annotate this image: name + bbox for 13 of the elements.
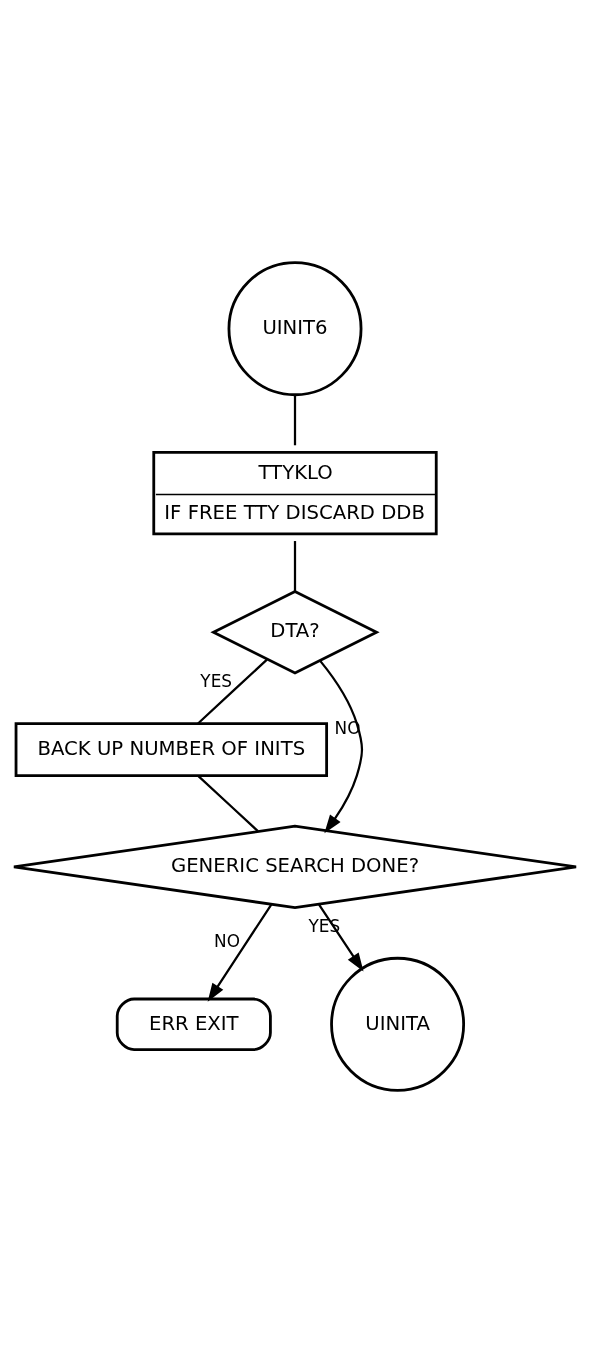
node-circle: UINIT6	[227, 261, 363, 397]
connector	[197, 658, 268, 725]
arrow	[207, 903, 273, 1002]
node-box: ERR EXIT	[115, 997, 272, 1052]
connector	[293, 541, 297, 592]
node-diamond: GENERIC SEARCH DONE?	[12, 824, 578, 910]
connector	[197, 775, 259, 832]
node-box: BACK UP NUMBER OF INITS	[14, 722, 329, 777]
node-diamond: DTA?	[210, 589, 380, 675]
edge-label: NO	[214, 930, 240, 951]
node-circle: UINITA	[330, 956, 466, 1092]
arrow	[319, 660, 364, 834]
connector	[293, 394, 297, 446]
